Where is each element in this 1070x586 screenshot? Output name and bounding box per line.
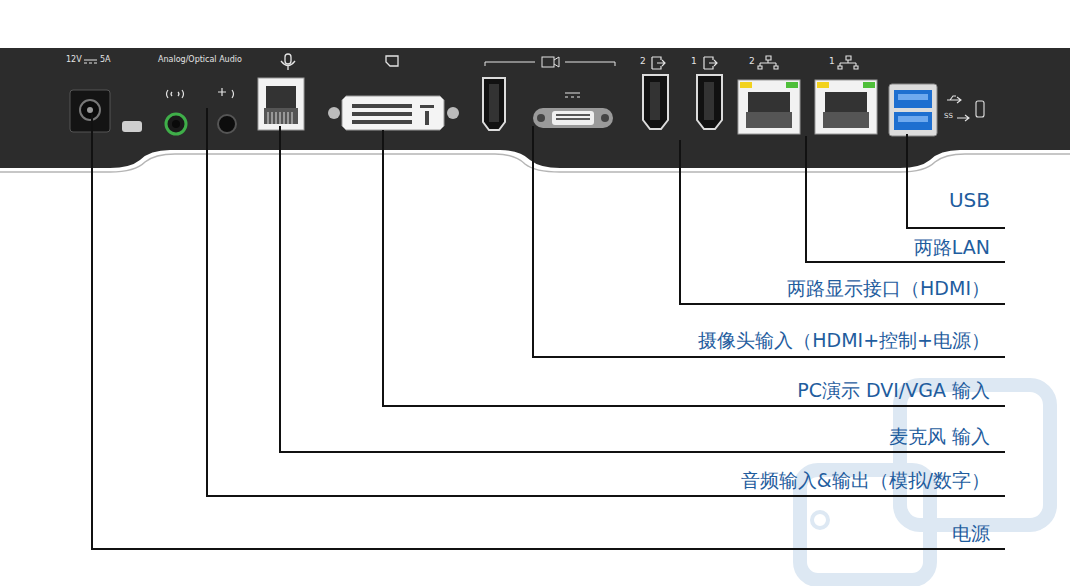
callout-label: USB [949,188,990,212]
mic-icon [281,54,295,70]
network-icons [758,56,858,69]
lan-port [738,80,800,134]
callout-label: 电源 [952,522,990,545]
service-port [122,121,142,132]
usb-port [889,84,937,136]
callout-label: 摄像头输入（HDMI+控制+电源） [698,329,990,352]
camera-hdmi-port [483,78,505,130]
audio-icons [167,88,234,98]
port-number: 1 [691,56,697,67]
callout-label: 音频输入&输出（模拟/数字） [741,469,990,492]
output-icons [652,57,717,69]
dc-symbol [84,60,97,63]
port-number: 2 [749,56,755,67]
lan-port [815,80,877,134]
callout-label: 麦克风 输入 [889,425,990,448]
callout-label: 两路LAN [914,236,990,259]
panel-marking: 5A [100,55,111,65]
panel-marking: 12V [66,55,82,65]
callout-label: 两路显示接口（HDMI） [787,277,990,300]
dvi-port [342,96,444,130]
hdmi-out-port [643,75,668,129]
camera-control-port [533,108,613,128]
pc-icon [386,56,398,66]
panel-marking: Analog/Optical Audio [158,55,242,65]
power-jack [70,90,110,132]
port-number: 2 [640,56,646,67]
panel-marking: SS [944,112,953,120]
port-number: 1 [829,56,835,67]
analog-audio-jack [166,114,186,134]
mic-port [258,78,304,130]
screw [328,107,340,119]
panel-edge [0,154,1070,172]
optical-audio-jack [218,115,236,133]
panel-body [0,48,1070,168]
callout-label: PC演示 DVI/VGA 输入 [797,379,990,402]
hdmi-out-port [697,75,722,129]
leader-line [92,108,1005,549]
